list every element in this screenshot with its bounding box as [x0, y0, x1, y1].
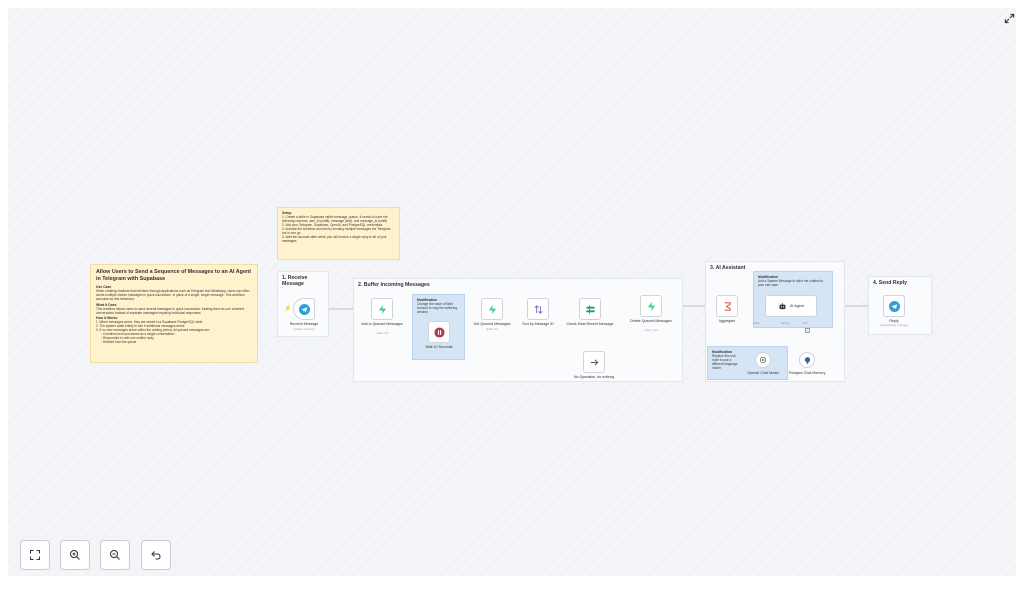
what-heading: What it Does	[96, 302, 117, 307]
section-assistant-title: 3. AI Assistant	[710, 265, 746, 271]
receive-message-node[interactable]	[293, 298, 315, 320]
postgres-memory-node[interactable]	[799, 352, 815, 368]
agent-port-tool: Tool	[803, 322, 808, 325]
overview-title: Allow Users to Send a Sequence of Messag…	[96, 269, 252, 282]
section-reply-title: 4. Send Reply	[873, 280, 908, 286]
get-queue-sub: getAll: row	[485, 328, 499, 331]
add-queue-label: Add to Queued Messages	[361, 322, 403, 326]
use-case-text: When creating chatbots that interface th…	[96, 289, 250, 301]
get-queue-label: Get Queued Messages	[473, 322, 511, 326]
fit-view-button[interactable]	[20, 540, 50, 570]
no-op-label: No Operation, do nothing	[573, 375, 615, 379]
section-buffer-title: 2. Buffer Incoming Messages	[358, 282, 430, 288]
aggregate-icon	[724, 301, 731, 311]
zoom-out-button[interactable]	[100, 540, 130, 570]
setup-item: 1. Create a table in Supabase called mes…	[282, 215, 388, 223]
section-buffer[interactable]: 2. Buffer Incoming Messages	[353, 278, 683, 382]
delete-queue-label: Delete Queued Messages	[630, 319, 672, 323]
add-tool-plus-icon[interactable]: +	[805, 328, 810, 333]
model-mod-title: Modification	[712, 350, 732, 354]
agent-mod-text: Add a System Message to tailor the chatb…	[758, 279, 824, 287]
undo-icon	[151, 551, 161, 560]
openai-model-label: OpenAI Chat Model	[747, 371, 779, 375]
sort-arrows-icon	[534, 304, 542, 314]
overview-note[interactable]: Allow Users to Send a Sequence of Messag…	[90, 264, 258, 363]
add-queue-node[interactable]	[371, 298, 393, 320]
sort-label: Sort by Message ID	[522, 322, 554, 326]
how-sub-item: ◦ Deleted from the queue	[101, 340, 137, 344]
openai-model-node[interactable]	[755, 352, 771, 368]
supabase-icon	[488, 304, 496, 314]
wait-node[interactable]	[428, 321, 450, 343]
setup-note[interactable]: Setup 1. Create a table in Supabase call…	[277, 207, 400, 260]
sort-node[interactable]	[527, 298, 549, 320]
setup-item: 3. Activate the workflow and test by sen…	[282, 227, 391, 235]
check-recent-label: Check Most Recent Message	[566, 322, 614, 326]
setup-item: 2. Add your Telegram, Supabase, OpenAI, …	[282, 223, 383, 227]
reset-zoom-button[interactable]	[141, 540, 171, 570]
if-branch-icon	[585, 304, 595, 314]
add-queue-sub: create: row	[375, 332, 389, 335]
trigger-bolt-icon: ⚡	[284, 306, 292, 312]
how-item: 2. The system waits briefly to see if ad…	[96, 324, 186, 328]
delete-queue-sub: delete: row	[644, 329, 658, 332]
agent-mod-title: Modification	[758, 275, 778, 279]
receive-message-sub: updates: message	[293, 328, 315, 331]
telegram-icon	[888, 300, 900, 312]
workflow-canvas[interactable]: Setup 1. Create a table in Supabase call…	[8, 8, 1016, 576]
zoom-in-button[interactable]	[60, 540, 90, 570]
ai-agent-label: AI Agent	[789, 304, 805, 308]
get-queue-node[interactable]	[481, 298, 503, 320]
pause-icon	[433, 326, 445, 338]
model-modification-note[interactable]: Modification Replace this sub-node to us…	[707, 346, 788, 380]
agent-port-model: Model	[753, 322, 760, 325]
wait-mod-text: Change the value of Wait Amount to vary …	[417, 302, 457, 314]
zoom-in-icon	[70, 550, 80, 560]
delete-queue-node[interactable]	[640, 295, 662, 317]
telegram-icon	[298, 303, 310, 315]
fit-view-icon	[30, 550, 40, 560]
agent-port-memory: Memory	[781, 322, 790, 325]
supabase-icon	[647, 301, 655, 311]
ai-agent-node[interactable]: AI Agent	[765, 295, 817, 317]
setup-item: 4. Wait ten seconds after which you will…	[282, 235, 387, 243]
reply-sub: sendMessage: message	[879, 324, 909, 327]
wait-label: Wait 10 Seconds	[425, 345, 453, 349]
supabase-icon	[378, 304, 386, 314]
how-heading: How it Works	[96, 316, 118, 320]
how-sub-item: ◦ Responded to with one unified reply	[101, 336, 154, 340]
model-mod-text: Replace this sub-node to use a different…	[712, 354, 738, 370]
setup-note-title: Setup	[282, 211, 292, 215]
no-op-node[interactable]	[583, 351, 605, 373]
openai-icon	[759, 356, 767, 364]
how-item: 3. If no new messages arrive within the …	[96, 328, 210, 332]
what-text: This workflow allows users to send sever…	[96, 306, 245, 315]
check-recent-node[interactable]	[579, 298, 601, 320]
zoom-out-icon	[110, 550, 120, 560]
fullscreen-expand-icon[interactable]	[1001, 10, 1016, 26]
section-receive-title: 1. Receive Message	[282, 275, 308, 287]
postgres-elephant-icon	[804, 356, 810, 364]
aggregate-node[interactable]	[716, 295, 738, 317]
arrow-right-icon	[590, 358, 598, 366]
wait-mod-title: Modification	[417, 298, 437, 302]
use-case-heading: Use Case	[96, 285, 112, 289]
postgres-memory-label: Postgres Chat Memory	[788, 371, 826, 375]
receive-message-label: Receive Message	[289, 322, 319, 326]
wait-modification-note[interactable]: Modification Change the value of Wait Am…	[412, 294, 465, 360]
how-sub-item: ◦ Combined and processed as a single con…	[101, 332, 175, 336]
aggregate-label: Aggregate	[718, 319, 736, 323]
reply-label: Reply	[889, 319, 899, 323]
robot-icon	[779, 302, 786, 309]
how-item: 1. When messages arrive, they are stored…	[96, 320, 204, 324]
reply-node[interactable]	[883, 295, 905, 317]
